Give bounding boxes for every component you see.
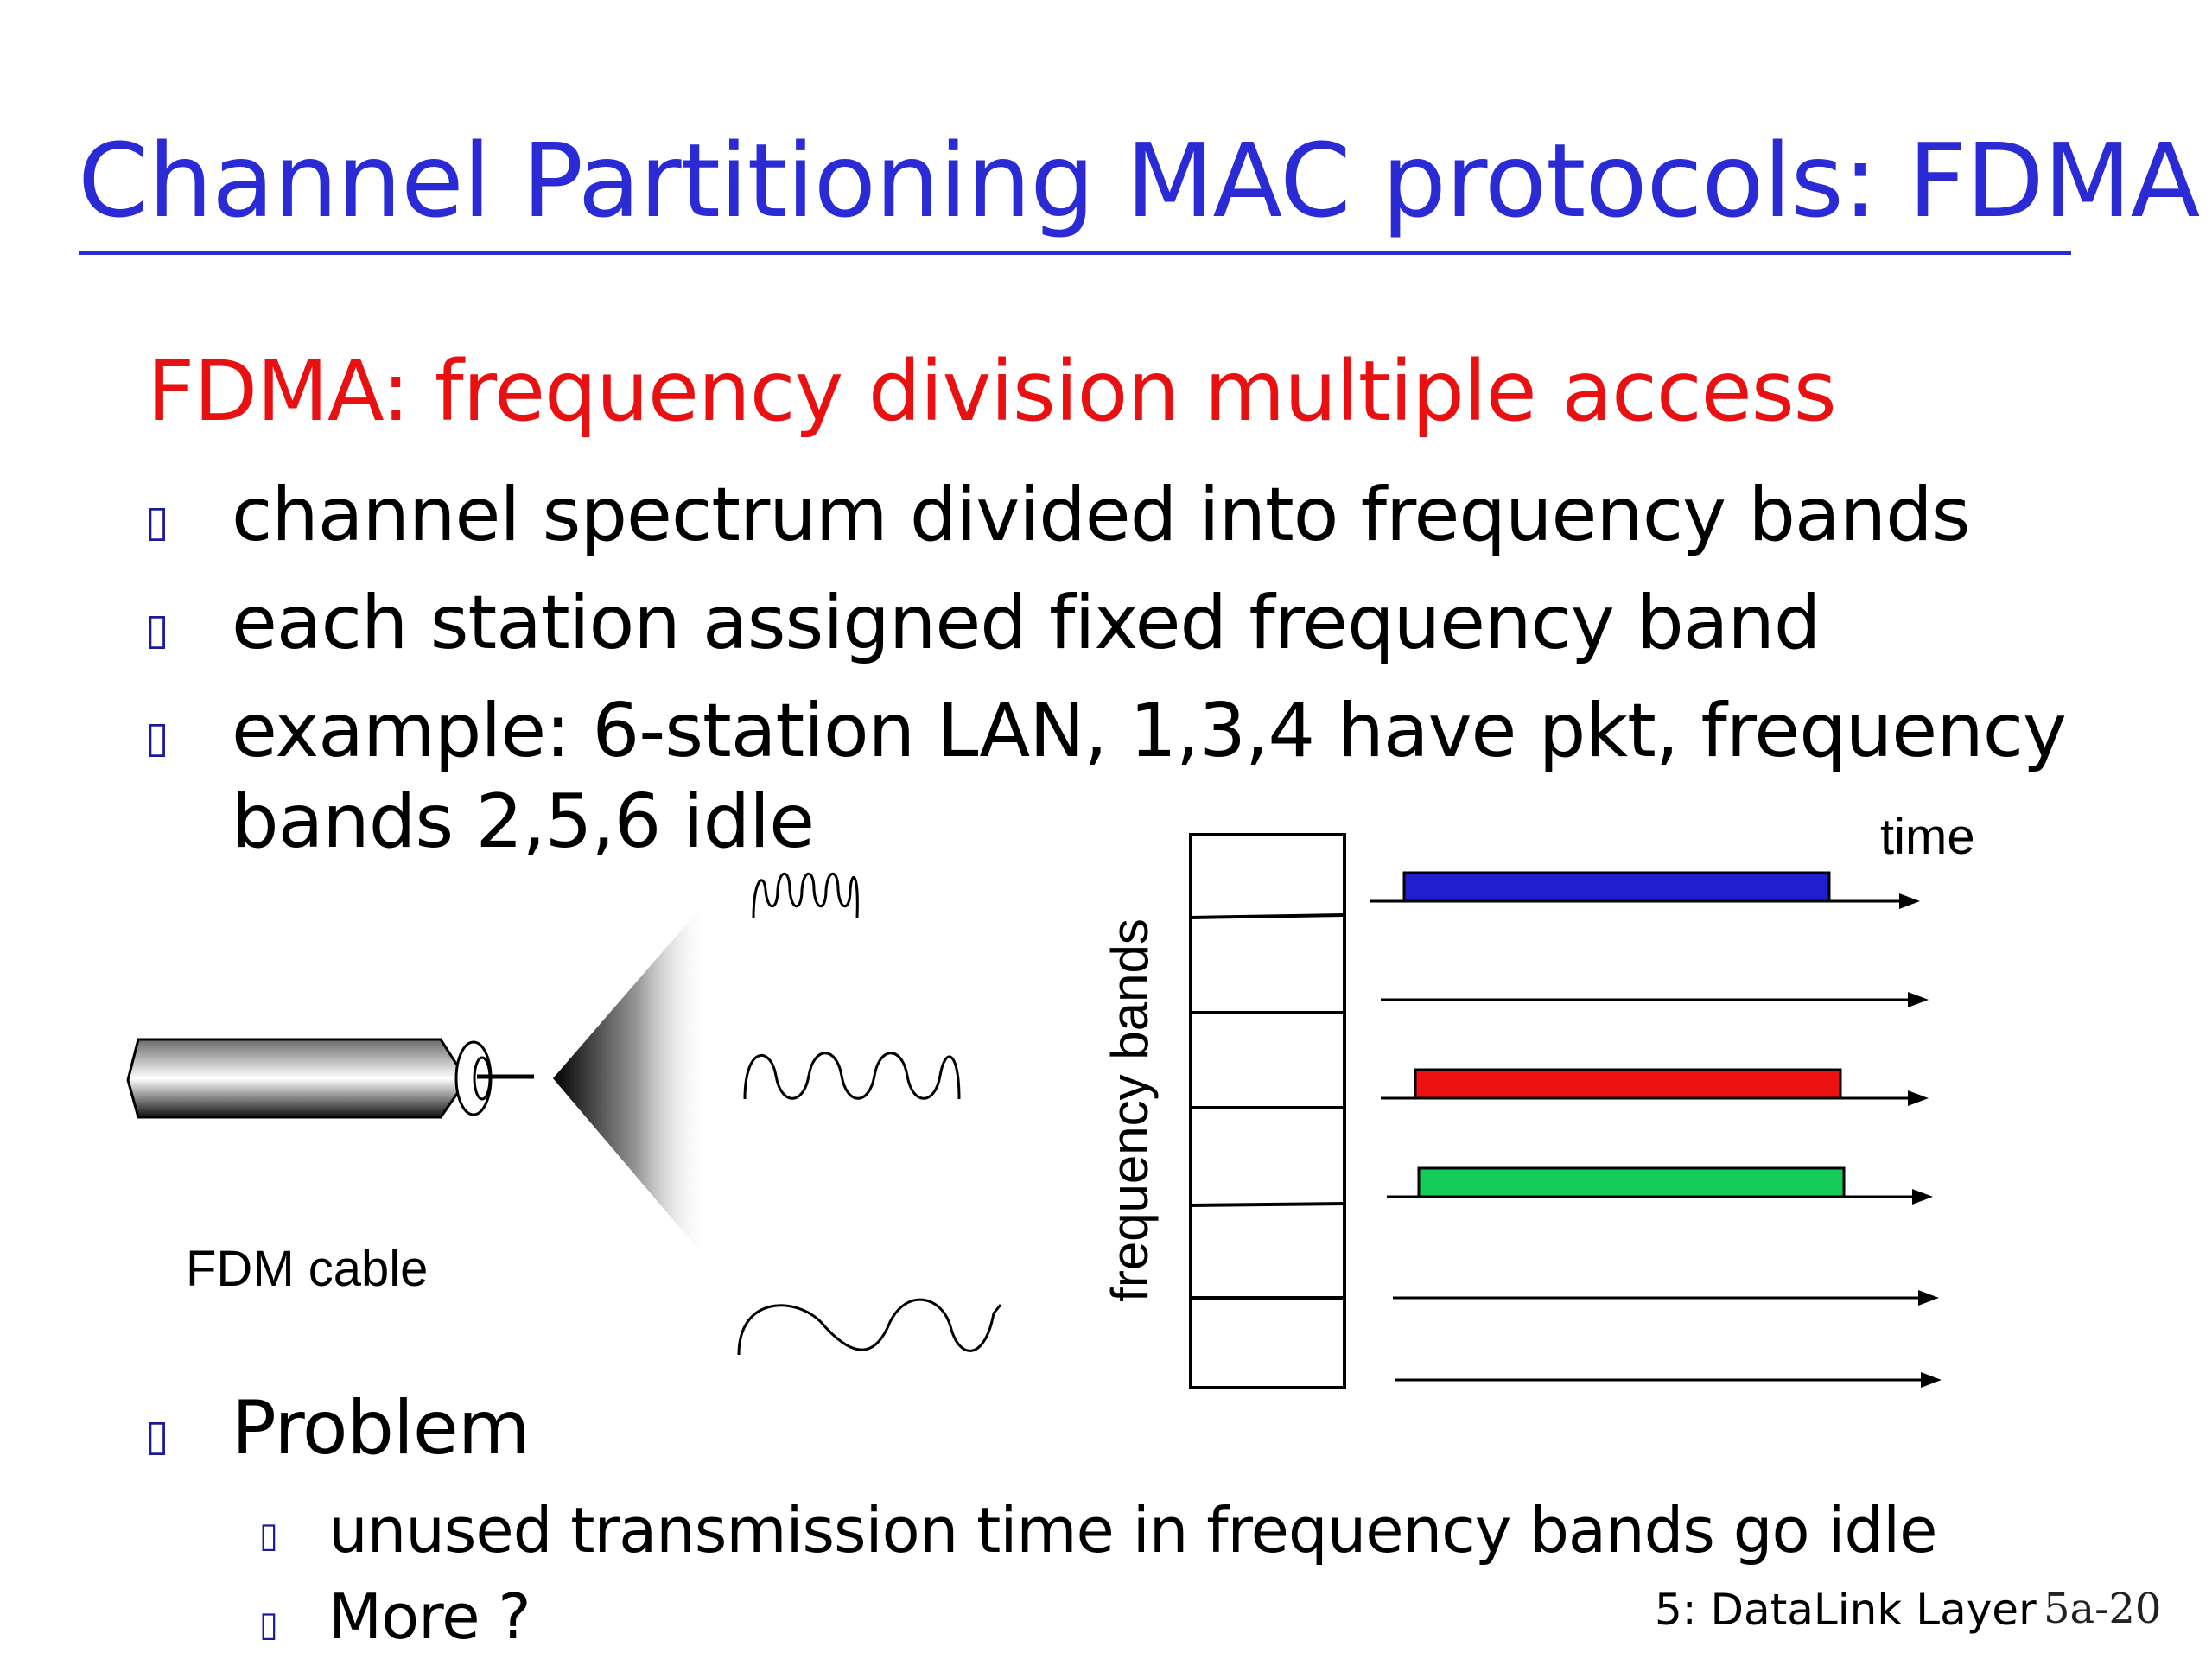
square-bullet-icon: ▯ [145, 1410, 169, 1460]
high-frequency-wave-icon [752, 872, 859, 918]
section-heading: FDMA: frequency division multiple access [147, 343, 1837, 440]
band-4-row [1387, 1166, 1933, 1205]
band-1-row [1370, 871, 1920, 909]
slide-title: Channel Partitioning MAC protocols: FDMA [78, 121, 2200, 240]
page-number: 5a-20 [2044, 1585, 2162, 1633]
sub-bullet-text: More ? [328, 1580, 531, 1653]
band-2-row [1381, 992, 1929, 1007]
band-1-transmission-bar [1402, 871, 1831, 903]
axis-y-label: frequency bands [1101, 918, 1159, 1302]
band-5-row [1393, 1290, 1939, 1306]
arrow-right-icon [1918, 1290, 1939, 1306]
low-frequency-wave-icon [737, 1298, 1002, 1356]
spectrum-fan-icon [553, 899, 709, 1262]
square-bullet-icon: ▯ [259, 1605, 279, 1644]
arrow-right-icon [1921, 1372, 1942, 1388]
band-4-transmission-bar [1417, 1166, 1846, 1198]
title-underline [79, 251, 2071, 255]
bullet-text: each station assigned fixed frequency ba… [232, 580, 1821, 666]
fdm-cable-icon [126, 1038, 534, 1119]
square-bullet-icon: ▯ [259, 1516, 279, 1555]
cable-label: FDM cable [186, 1241, 428, 1297]
band-3-transmission-bar [1414, 1068, 1842, 1100]
bullet-text: channel spectrum divided into frequency … [232, 472, 1971, 558]
square-bullet-icon: ▯ [145, 604, 169, 654]
band-3-row [1381, 1068, 1929, 1106]
square-bullet-icon: ▯ [145, 712, 169, 762]
bullet-text-continuation: bands 2,5,6 idle [232, 779, 815, 865]
arrow-right-icon [1912, 1189, 1933, 1205]
problem-label: Problem [232, 1385, 531, 1471]
footer-chapter: 5: DataLink Layer [1655, 1585, 2037, 1635]
arrow-right-icon [1908, 1090, 1929, 1106]
axis-x-label: time [1880, 809, 1975, 865]
sub-bullet-text: unused transmission time in frequency ba… [328, 1494, 1937, 1567]
arrow-right-icon [1908, 992, 1929, 1007]
frequency-band-stack [1189, 833, 1346, 1389]
bullet-text: example: 6-station LAN, 1,3,4 have pkt, … [232, 688, 2067, 774]
arrow-right-icon [1899, 893, 1920, 909]
medium-frequency-wave-icon [743, 1052, 961, 1100]
band-6-row [1395, 1372, 1942, 1388]
square-bullet-icon: ▯ [145, 496, 169, 546]
